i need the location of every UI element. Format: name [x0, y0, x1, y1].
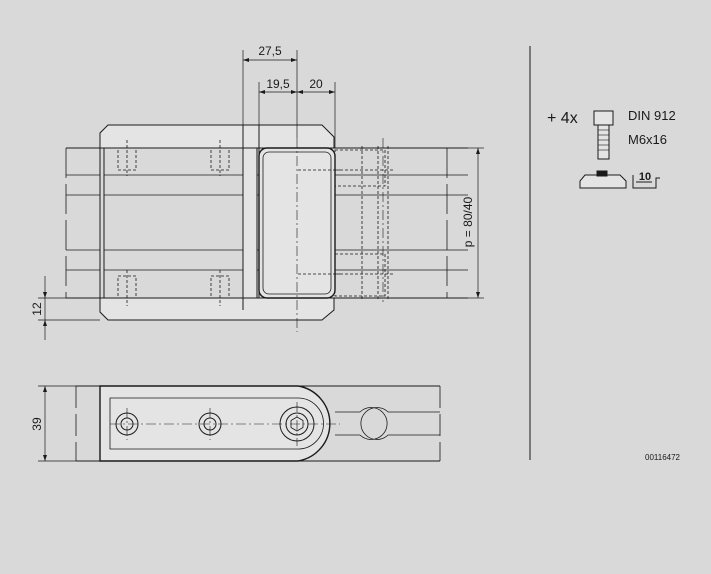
dimension-lines [38, 50, 484, 462]
slot-nut-icon [579, 170, 627, 189]
dimension-39: 39 [30, 417, 44, 431]
screw-standard-label: DIN 912 [628, 108, 676, 123]
hinge-side-view [99, 385, 331, 462]
pin-hidden-detail [298, 146, 395, 300]
dimension-27-5: 27,5 [258, 44, 282, 58]
dimension-19-5: 19,5 [266, 77, 290, 91]
screw-icon [593, 110, 614, 160]
nut-size-label: 10 [639, 171, 651, 183]
dimension-20: 20 [309, 77, 323, 91]
drawing-number: 00116472 [645, 453, 681, 462]
nut-profile-icon [632, 175, 660, 189]
center-lines [296, 138, 384, 332]
pitch-dimension: p = 80/40 [461, 196, 475, 247]
screw-size-label: M6x16 [628, 132, 667, 147]
side-center-lines [110, 402, 340, 446]
hinge-plate-top [99, 124, 335, 321]
hinge-body-top [242, 125, 336, 310]
quantity-label: + 4x [547, 110, 578, 127]
dimension-arrows [43, 58, 480, 461]
dimension-12: 12 [30, 302, 44, 316]
slot-nuts-hidden [117, 140, 230, 306]
